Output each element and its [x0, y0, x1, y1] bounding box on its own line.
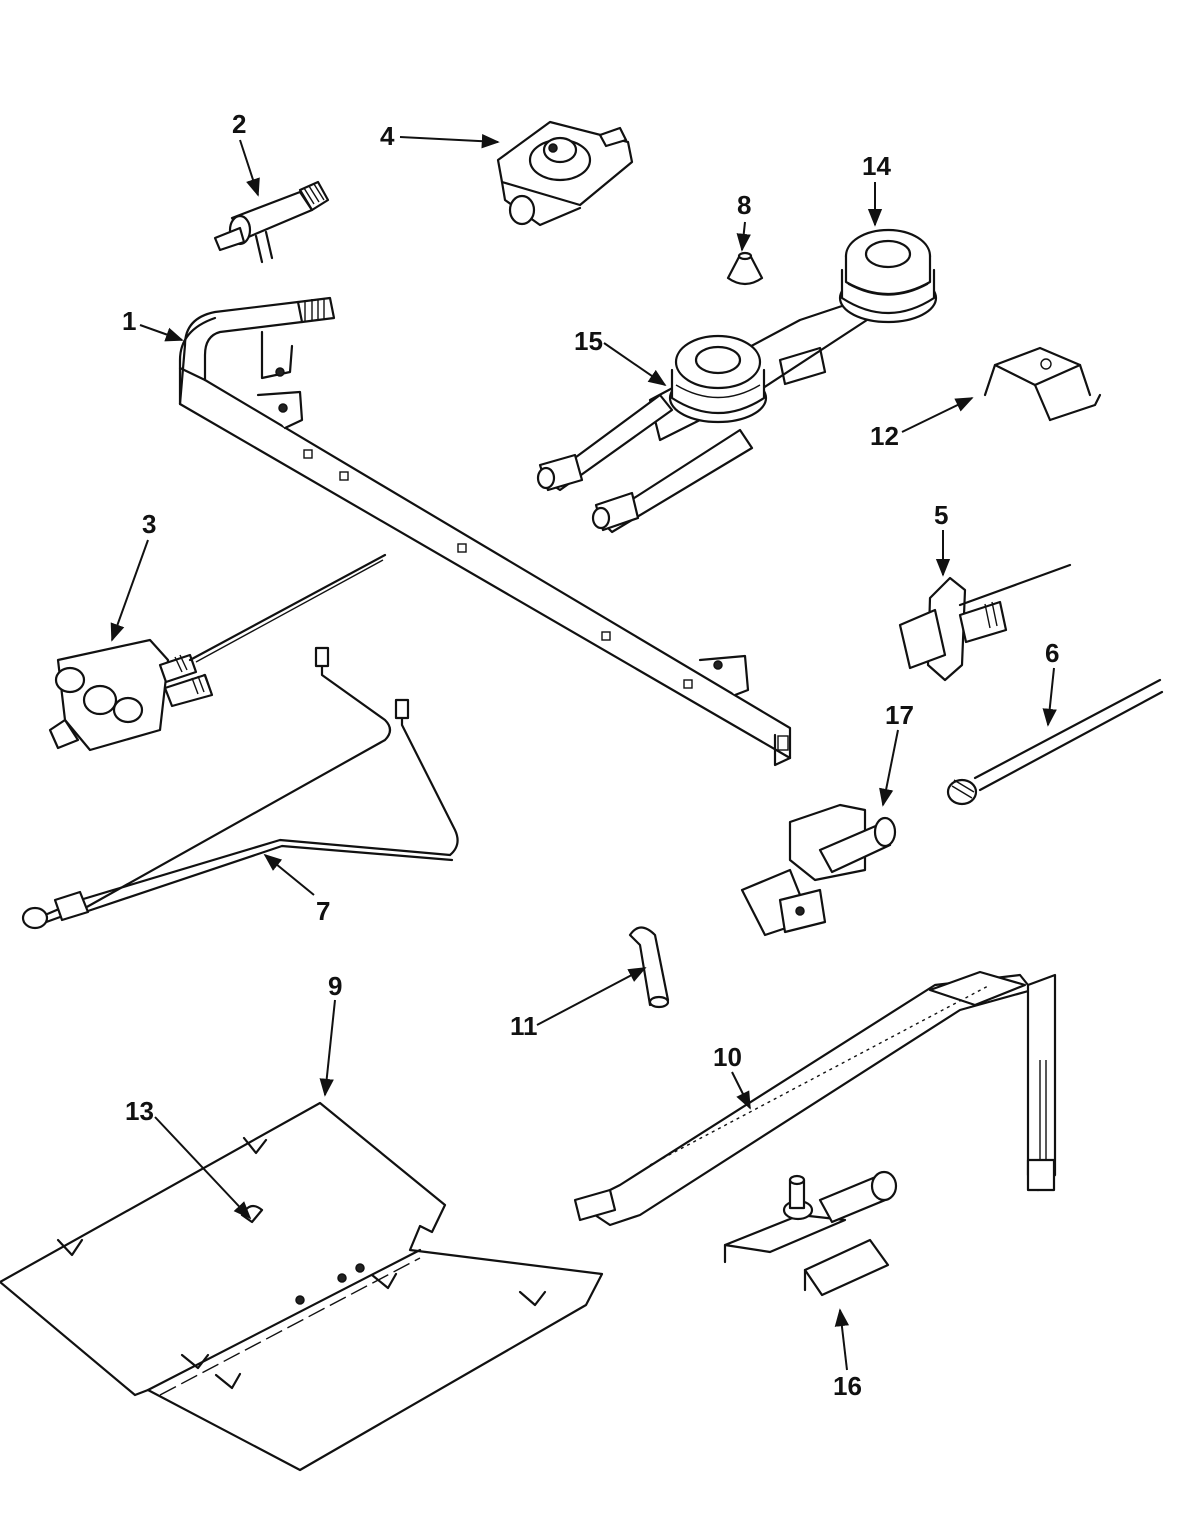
burner-base-part-4 [496, 120, 634, 227]
callout-2: 2 [232, 109, 246, 139]
thermocouple-part-7 [21, 646, 459, 930]
callout-3: 3 [142, 509, 156, 539]
callout-16: 16 [833, 1371, 862, 1401]
callout-1: 1 [122, 306, 136, 336]
callout-8: 8 [737, 190, 751, 220]
callout-labels: 1 2 3 4 5 6 7 8 9 10 11 12 13 14 15 16 1… [122, 109, 1059, 1401]
orifice-bracket-part-16 [723, 1170, 898, 1297]
oven-burner-part-10 [573, 970, 1057, 1227]
callout-13: 13 [125, 1096, 154, 1126]
tube-part-6 [946, 678, 1164, 806]
callout-12: 12 [870, 421, 899, 451]
callout-11: 11 [510, 1011, 538, 1041]
burner-bracket-part-17 [740, 803, 897, 937]
callout-4: 4 [380, 121, 395, 151]
manifold-pipe-part-1 [178, 296, 792, 767]
cap-part-8 [726, 251, 764, 286]
callout-10: 10 [713, 1042, 742, 1072]
valve-part-2 [213, 180, 330, 264]
callout-5: 5 [934, 500, 948, 530]
orifice-holder-part-5 [898, 563, 1072, 682]
bracket-part-12 [983, 346, 1102, 422]
leader-arrows [110, 133, 1057, 1371]
callout-14: 14 [862, 151, 891, 181]
dual-burner-part-14-15 [536, 228, 938, 534]
callout-7: 7 [316, 896, 330, 926]
hose-part-11 [628, 926, 670, 1009]
callout-9: 9 [328, 971, 342, 1001]
callout-6: 6 [1045, 638, 1059, 668]
valve-assembly-part-3 [48, 553, 387, 752]
baffle-part-9 [0, 1101, 604, 1472]
callout-15: 15 [574, 326, 603, 356]
callout-17: 17 [885, 700, 914, 730]
